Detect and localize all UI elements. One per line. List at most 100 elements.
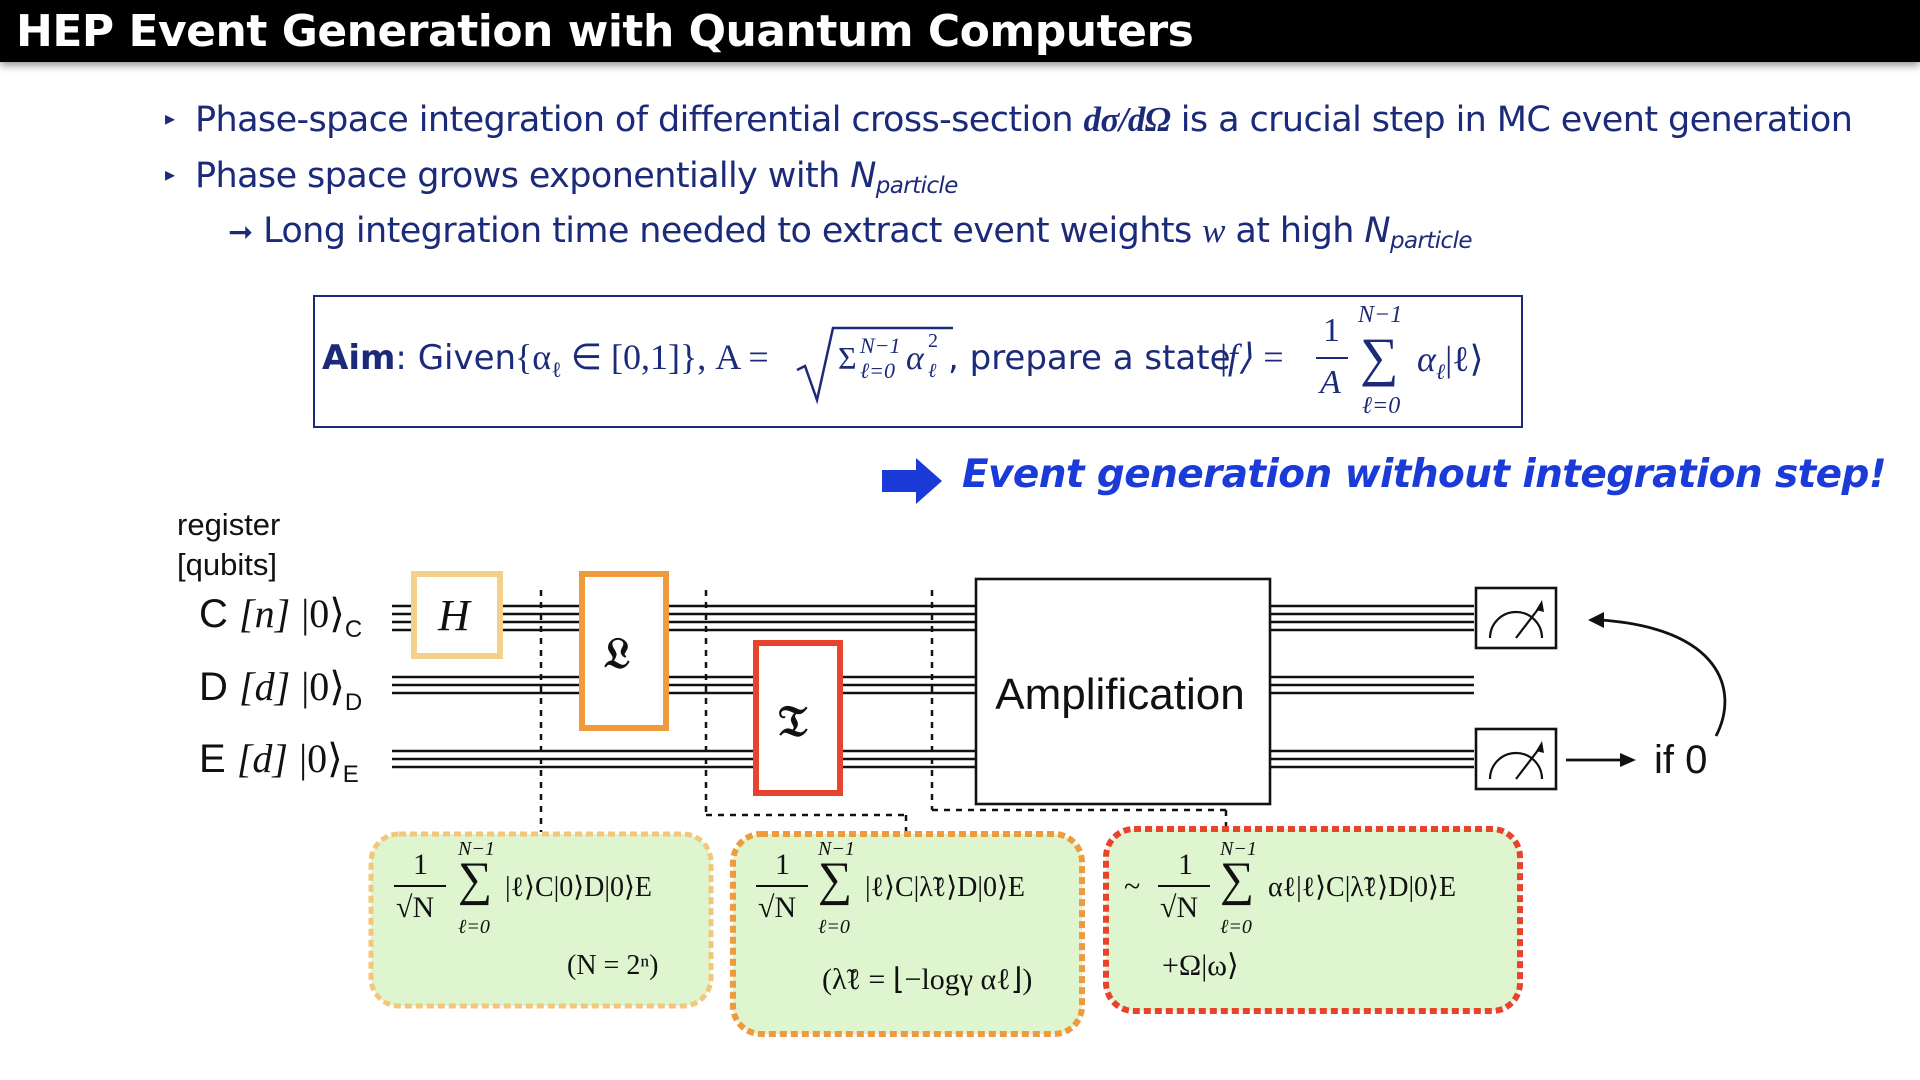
aim-line: Aim: Given (322, 338, 516, 378)
aim-alpha: α (1417, 339, 1436, 379)
aim-alpha-sub: ℓ (1435, 359, 1446, 385)
sb2-sum-symbol: ∑ (818, 853, 853, 906)
measure-icon-c (1474, 586, 1558, 650)
sb1-sum-sup: N−1 (458, 838, 495, 860)
sb1-frac-den: √N (396, 891, 435, 924)
bullet-marker-icon: ▸ (165, 106, 175, 130)
bullet-1: ▸ Phase-space integration of differentia… (165, 100, 1853, 140)
t-gate-label: 𝔗 (778, 697, 808, 746)
amplification-label: Amplification (995, 670, 1245, 719)
l-gate-label: 𝔏 (604, 629, 631, 678)
aim-given: Given (417, 338, 517, 378)
title-bar: HEP Event Generation with Quantum Comput… (0, 0, 1920, 62)
right-arrow-icon: ➞ (228, 215, 253, 250)
aim-frac-num: 1 (1323, 312, 1340, 349)
if-zero-label: if 0 (1654, 738, 1708, 782)
bullet-3: ➞ Long integration time needed to extrac… (228, 211, 1473, 254)
wire-e (392, 749, 1474, 769)
sb2-frac-bar (756, 885, 808, 887)
sqrt-alpha-sub: ℓ (928, 360, 937, 382)
aim-ket-f: |f⟩ = (1218, 337, 1286, 377)
bullet-3-text-mid: at high (1224, 211, 1365, 251)
sqrt-sup: N−1 (860, 333, 901, 358)
state-box-2 (730, 831, 1085, 1037)
bullet-1-text-pre: Phase-space integration of differential … (195, 100, 1084, 140)
sb2-frac-num: 1 (775, 848, 790, 881)
sb3-sum-sub: ℓ=0 (1220, 916, 1252, 938)
dashed-separators (539, 590, 1228, 832)
qubit-label-d: D [d] |0⟩D (199, 663, 362, 717)
sb2-note: (λ̃ℓ = ⌊−logγ αℓ⌋) (822, 963, 1033, 996)
aim-label: Aim (322, 338, 396, 378)
aim-prepare: , prepare a state (948, 338, 1231, 378)
blue-arrow-icon (882, 458, 942, 504)
aim-sum-sub: ℓ=0 (1362, 393, 1401, 419)
sb2-sum-sup: N−1 (818, 838, 855, 860)
bullet-2-sub: particle (875, 173, 959, 199)
sb1-sum-sub: ℓ=0 (458, 916, 490, 938)
aim-set-rest: ∈ [0,1]}, A = (561, 337, 769, 377)
sb2-sum-sub: ℓ=0 (818, 916, 850, 938)
aim-ket-l: |ℓ⟩ (1445, 339, 1484, 379)
qubit-c-size: [n] (239, 591, 291, 636)
sb1-note: (N = 2ⁿ) (567, 950, 659, 981)
aim-prepare-text: prepare a state (958, 338, 1231, 378)
sb3-frac-num: 1 (1178, 848, 1193, 881)
bullet-2-N: N (850, 156, 876, 196)
h-gate-label: H (438, 591, 470, 640)
state-box-3 (1103, 826, 1523, 1014)
feedback-arrow-icon (1588, 612, 1727, 737)
register-label-line1: register (177, 507, 281, 542)
bullet-3-N: N (1364, 211, 1390, 251)
sb2-frac-den: √N (758, 891, 797, 924)
measure-icon-e (1474, 727, 1558, 791)
sb3-frac-den: √N (1160, 891, 1199, 924)
sqrt-sigma: Σ (838, 340, 857, 376)
l-gate (579, 571, 669, 731)
aim-set: {αℓ ∈ [0,1]}, A = (515, 336, 769, 383)
aim-sum-symbol: ∑ (1360, 327, 1399, 387)
qubit-label-e: E [d] |0⟩E (199, 735, 359, 789)
sb3-state: αℓ|ℓ⟩C|λ̃ℓ⟩D|0⟩E (1268, 872, 1457, 903)
qubit-c-sub: C (344, 616, 363, 643)
qubit-c-reg: C (199, 592, 228, 636)
sb3-frac-bar (1158, 885, 1210, 887)
qubit-e-sub: E (342, 761, 359, 788)
aim-sum-body: αℓ|ℓ⟩ (1417, 338, 1484, 385)
sb1-state: |ℓ⟩C|0⟩D|0⟩E (505, 872, 652, 903)
sqrt-content: Σ (838, 340, 857, 377)
aim-comma: , (948, 338, 959, 378)
register-label: register [qubits] (177, 505, 280, 585)
state-box-1 (368, 831, 714, 1009)
amplification-box (974, 577, 1272, 806)
register-label-line2: [qubits] (177, 547, 277, 582)
qubit-e-ket: |0⟩ (299, 736, 343, 781)
wire-d (392, 675, 1474, 695)
qubit-label-c: C [n] |0⟩C (199, 590, 362, 644)
aim-frac-den: A (1320, 364, 1341, 401)
qubit-c-ket: |0⟩ (301, 591, 345, 636)
sqrt-symbol (796, 326, 953, 404)
if-arrow-icon (1566, 753, 1636, 767)
qubit-d-size: [d] (239, 664, 291, 709)
aim-frac-bar (1316, 357, 1348, 359)
bullet-marker-icon: ▸ (165, 162, 175, 186)
bullet-1-math: dσ/dΩ (1083, 100, 1171, 139)
h-gate (411, 571, 503, 659)
aim-set-open: {α (515, 337, 552, 377)
aim-set-sub: ℓ (551, 357, 562, 383)
event-generation-text: Event generation without integration ste… (962, 452, 1887, 497)
sb3-sum-symbol: ∑ (1220, 853, 1255, 906)
qubit-e-size: [d] (236, 736, 288, 781)
bullet-3-sub: particle (1389, 228, 1473, 254)
sqrt-sub: ℓ=0 (860, 358, 896, 383)
sb3-prefix: ~ (1124, 870, 1141, 903)
sb3-sum-sup: N−1 (1220, 838, 1257, 860)
sb2-state: |ℓ⟩C|λ̃ℓ⟩D|0⟩E (865, 872, 1025, 903)
aim-sum-sup: N−1 (1358, 302, 1403, 328)
bullet-3-text-pre: Long integration time needed to extract … (263, 211, 1203, 251)
bullet-2-text: Phase space grows exponentially with (195, 156, 851, 196)
sb1-frac-num: 1 (413, 848, 428, 881)
sb1-frac-bar (394, 885, 446, 887)
sb1-sum-symbol: ∑ (458, 853, 493, 906)
